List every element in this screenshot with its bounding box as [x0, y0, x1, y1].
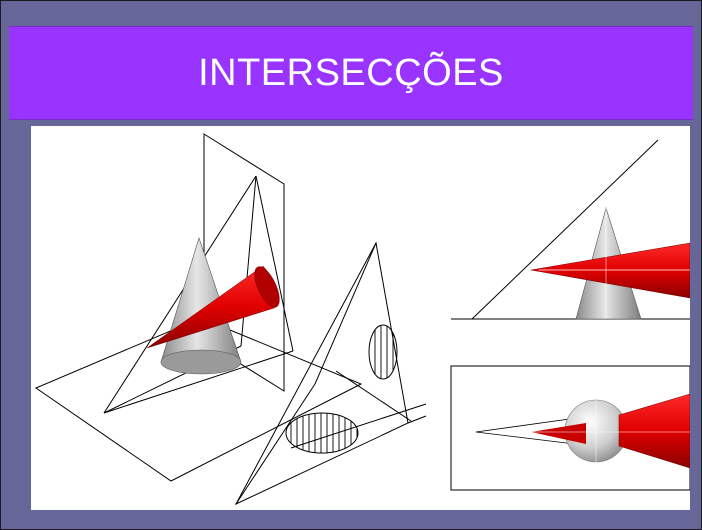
title-bar: INTERSECÇÕES — [9, 26, 693, 120]
hatched-ellipse-icon — [368, 324, 398, 380]
sphere-view-frame — [450, 365, 690, 491]
horizontal-plane — [34, 317, 363, 482]
intersections-figure — [31, 126, 690, 510]
red-cone-icon — [146, 265, 280, 349]
grey-cone-icon — [160, 237, 242, 375]
red-cone-icon — [530, 242, 690, 299]
red-cone-icon — [531, 393, 690, 469]
cone-view-panel — [451, 139, 690, 320]
intersections-illustration — [34, 133, 690, 506]
slide-title: INTERSECÇÕES — [198, 52, 504, 94]
hatched-ellipse-icon — [285, 412, 359, 454]
